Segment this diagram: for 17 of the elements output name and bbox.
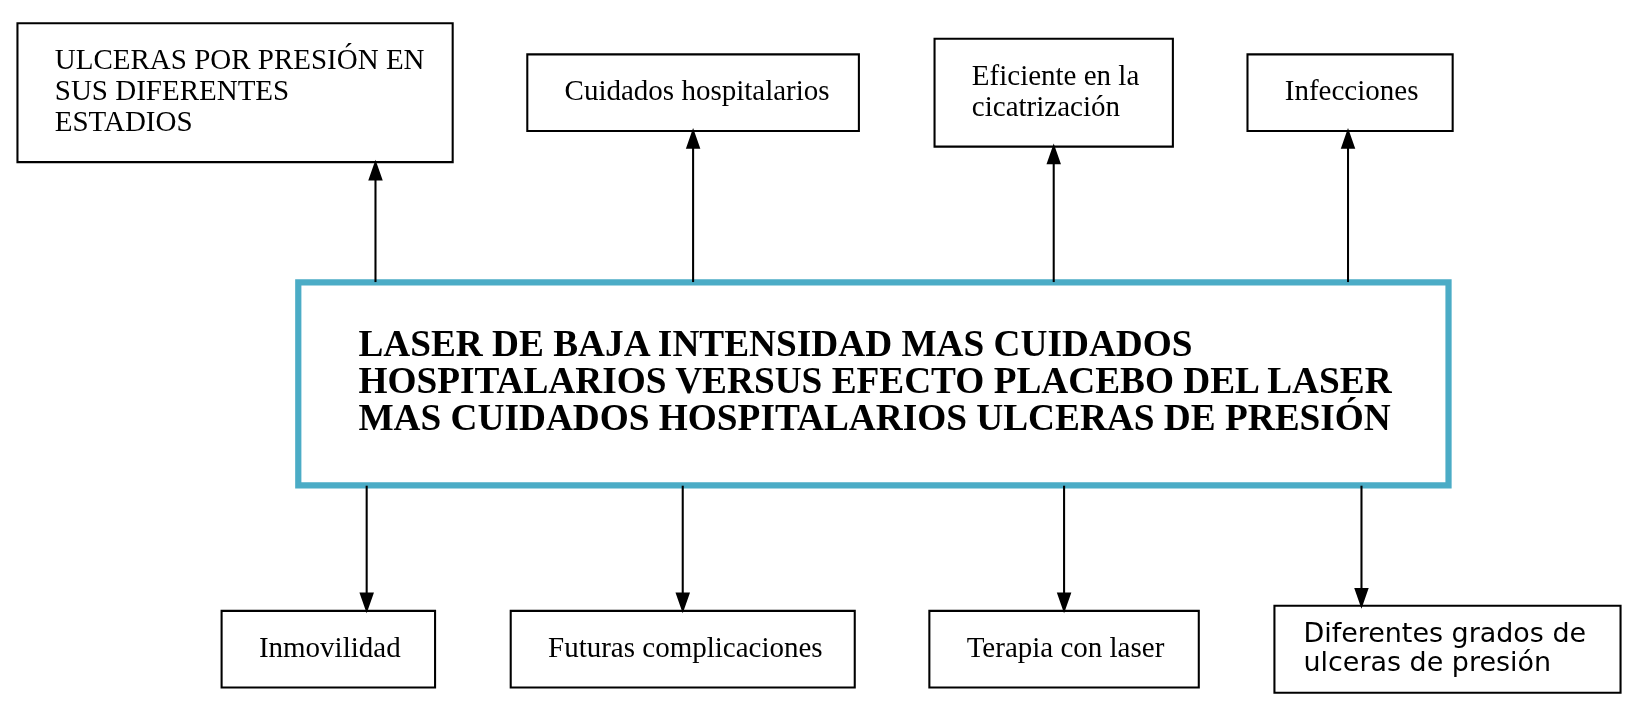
node-box: Futuras complicaciones (509, 609, 856, 689)
arrow (1340, 127, 1355, 282)
node-box: Diferentes grados de ulceras de presión (1272, 604, 1622, 694)
arrow (358, 485, 374, 613)
node-box: Eficiente en la cicatrización (933, 37, 1174, 148)
arrow (1045, 143, 1061, 282)
node-box: ULCERAS POR PRESIÓN EN SUS DIFERENTES ESTADIOS (15, 21, 454, 163)
arrow (674, 485, 690, 613)
arrow (1056, 485, 1071, 613)
node-box: LASER DE BAJA INTENSIDAD MAS CUIDADOS HOSPITALARIOS VERSUS EFECTO PLACEBO DEL LASER MAS CUIDADOS HOSPITALARIOS ULCERAS DE PRESIÓN (294, 278, 1452, 489)
node-box: Infecciones (1245, 52, 1454, 132)
arrow (1353, 485, 1369, 609)
arrow (685, 127, 700, 282)
arrow (367, 159, 383, 282)
node-box: Cuidados hospitalarios (525, 52, 860, 132)
node-box: Terapia con laser (927, 609, 1200, 689)
node-box: Inmovilidad (220, 609, 436, 689)
